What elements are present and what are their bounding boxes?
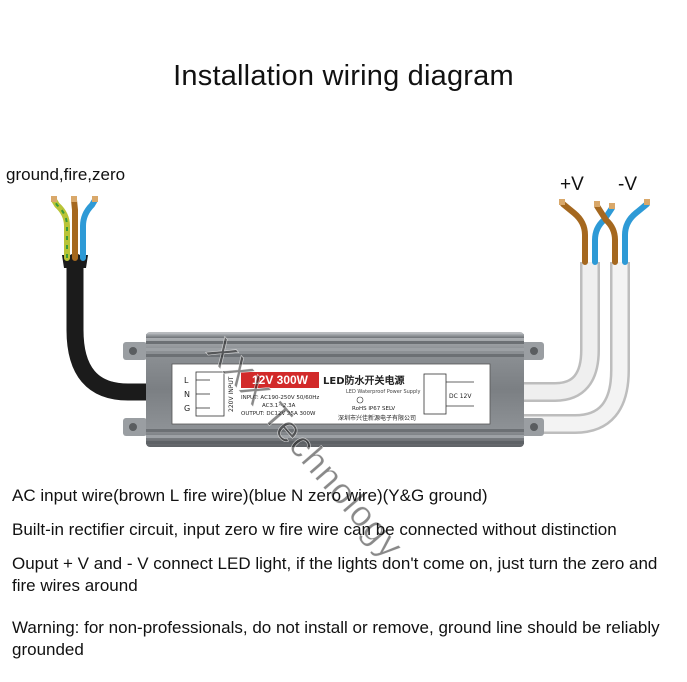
input-wires-label: ground,fire,zero — [6, 165, 126, 184]
input-cable — [62, 253, 159, 401]
output-spec: OUTPUT: DC12V 25A 300W — [241, 411, 316, 417]
input-vertical-label: 220V INPUT — [228, 376, 235, 412]
output-wires — [559, 199, 650, 265]
terminal-l-label: L — [184, 376, 189, 385]
note-ac-input: AC input wire(brown L fire wire)(blue N … — [12, 486, 488, 505]
certifications: RoHS IP67 SELV — [352, 406, 395, 412]
page-title: Installation wiring diagram — [173, 60, 514, 92]
input-spec: INPUT: AC190-250V 50/60Hz — [241, 395, 319, 401]
terminal-n-label: N — [184, 390, 190, 399]
plus-v-label: +V — [560, 174, 584, 195]
manufacturer: 深圳市兴佳新源电子有限公司 — [338, 414, 416, 422]
current-spec: AC3.1~2.3A — [262, 403, 296, 409]
note-warning: Warning: for non-professionals, do not i… — [12, 618, 660, 659]
note-rectifier: Built-in rectifier circuit, input zero w… — [12, 520, 617, 539]
power-badge: 12V 300W — [252, 373, 309, 387]
device-subtitle: LED Waterproof Power Supply — [346, 389, 421, 395]
input-wires — [51, 196, 98, 261]
note-output: Ouput + V and - V connect LED light, if … — [12, 554, 658, 595]
power-supply-unit: L N G 220V INPUT 12V 300W LED防水开关电源 LED … — [123, 332, 544, 447]
output-cables — [520, 262, 630, 434]
brand-line: LED防水开关电源 — [323, 374, 405, 387]
minus-v-label: -V — [618, 174, 637, 195]
cert-icon — [356, 396, 364, 404]
terminal-g-label: G — [184, 404, 190, 413]
dc-output-label: DC 12V — [449, 393, 472, 400]
